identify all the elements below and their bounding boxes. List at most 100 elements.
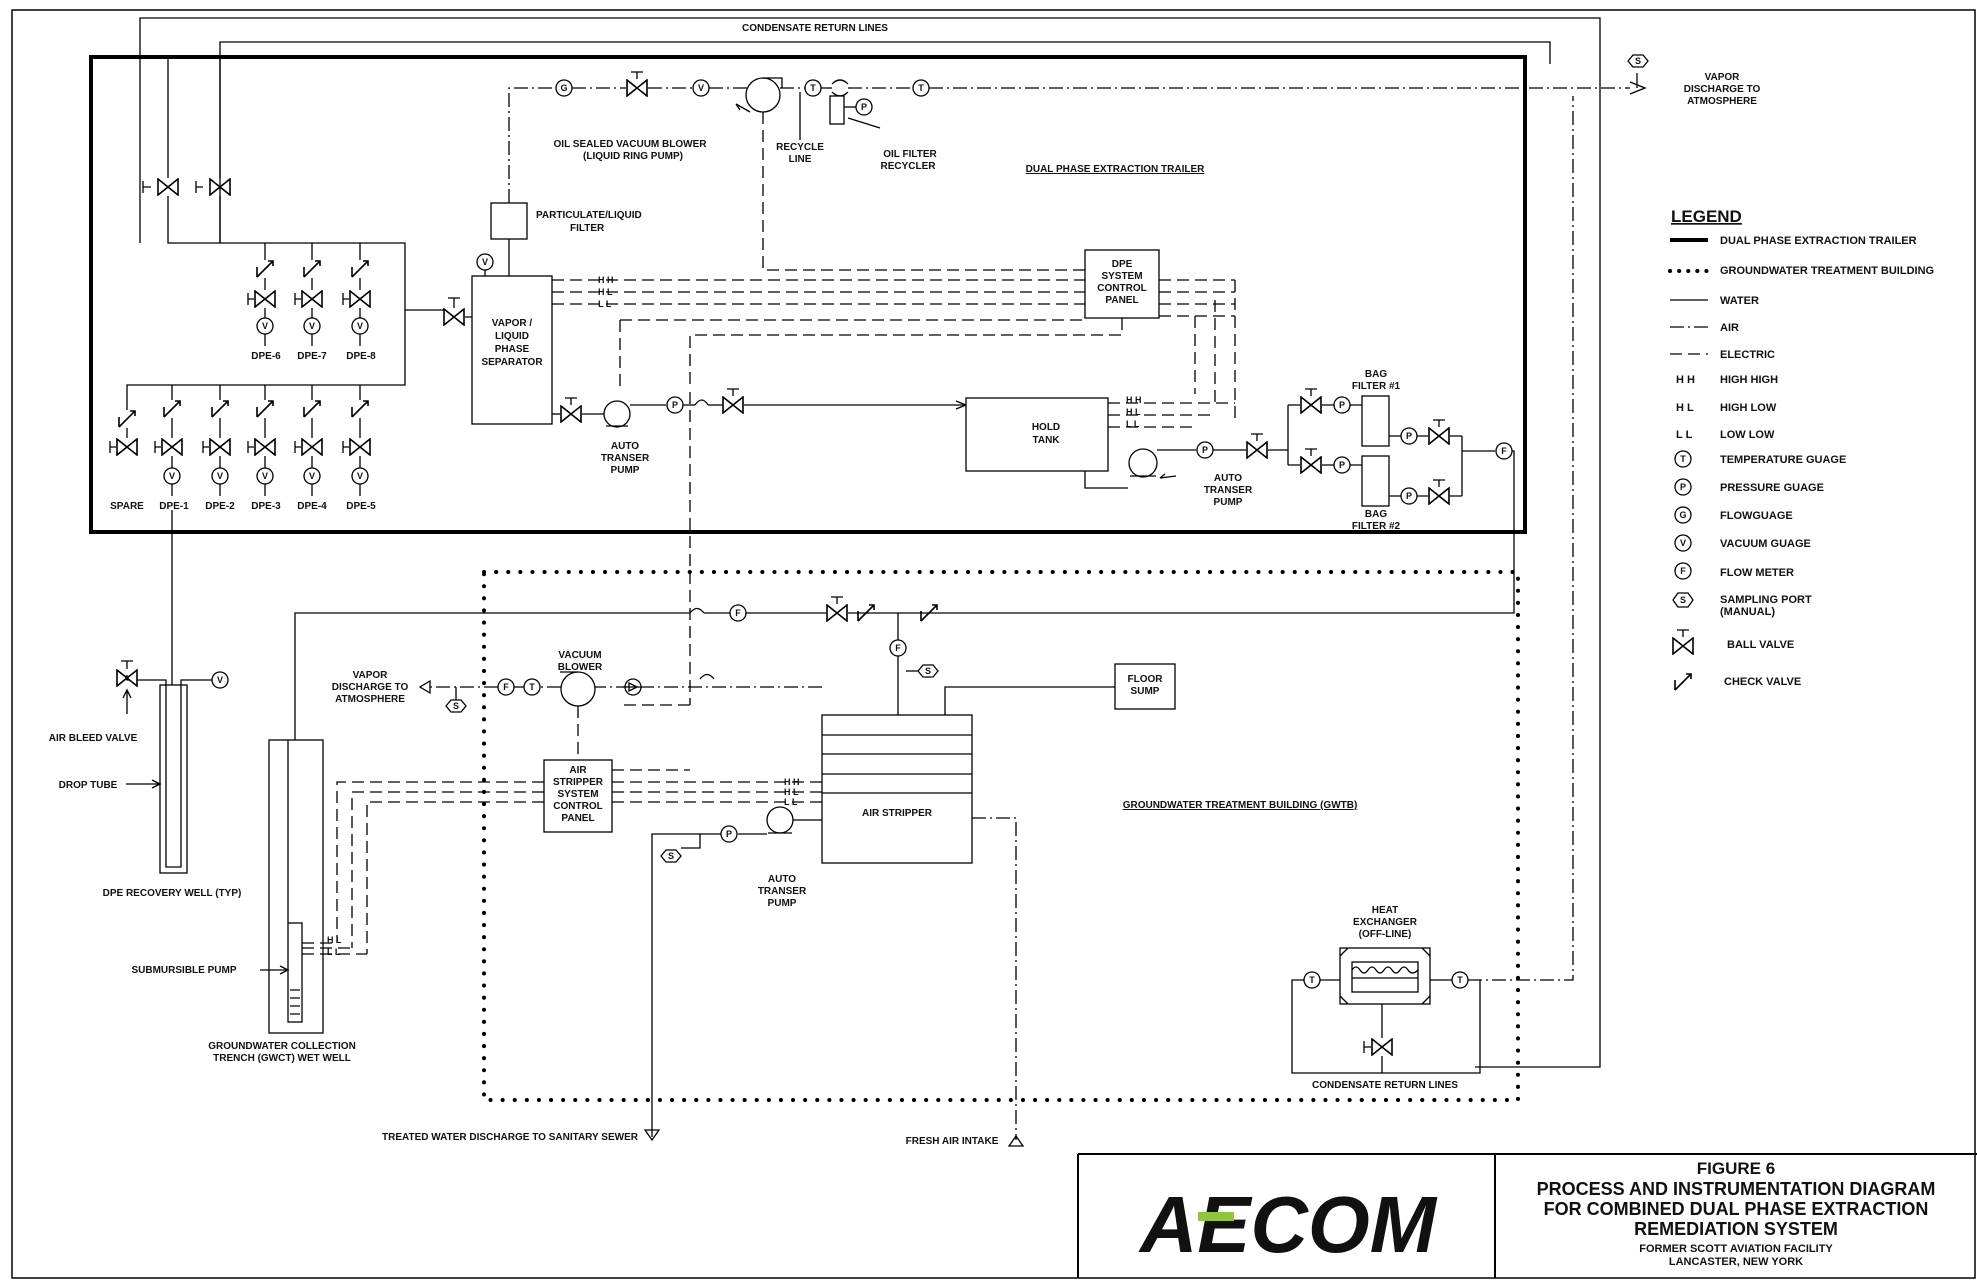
svg-text:L L: L L (784, 797, 798, 807)
svg-text:P: P (1680, 482, 1686, 492)
svg-text:TEMPERATURE GUAGE: TEMPERATURE GUAGE (1720, 454, 1846, 466)
upper-wells: V DPE-6 V DPE-7 V DPE-8 (247, 260, 376, 362)
svg-text:V: V (698, 83, 704, 93)
svg-text:SYSTEM: SYSTEM (1101, 271, 1142, 282)
svg-text:P: P (1406, 431, 1412, 441)
svg-text:SPARE: SPARE (110, 501, 144, 512)
svg-text:FLOOR: FLOOR (1128, 674, 1164, 685)
well-dpe-7: V DPE-7 (294, 260, 327, 362)
dpe-recovery-well: V (116, 510, 229, 874)
svg-text:V: V (482, 257, 488, 267)
svg-text:LINE: LINE (789, 154, 812, 165)
well-dpe-5: V DPE-5 (342, 400, 376, 512)
blower-inlet-valve (626, 79, 648, 97)
svg-text:AUTO: AUTO (768, 874, 796, 885)
svg-text:HEAT: HEAT (1372, 905, 1398, 916)
legend-title: LEGEND (1671, 207, 1742, 226)
auto-transfer-pump-3 (766, 806, 794, 834)
title-line-2: FOR COMBINED DUAL PHASE EXTRACTION (1544, 1199, 1929, 1219)
svg-text:CONTROL: CONTROL (553, 801, 602, 812)
svg-text:BALL VALVE: BALL VALVE (1727, 639, 1794, 651)
svg-text:P: P (1406, 491, 1412, 501)
svg-text:S: S (1635, 56, 1641, 66)
svg-text:AUTO: AUTO (1214, 473, 1242, 484)
heat-exchanger-bypass-valve (1371, 1038, 1393, 1056)
svg-text:F: F (503, 682, 509, 692)
svg-text:DPE-1: DPE-1 (159, 501, 189, 512)
svg-text:DUAL PHASE EXTRACTION TRAILER: DUAL PHASE EXTRACTION TRAILER (1720, 235, 1917, 247)
svg-text:F: F (1680, 566, 1686, 576)
svg-text:(MANUAL): (MANUAL) (1720, 606, 1775, 618)
svg-text:FLOWGUAGE: FLOWGUAGE (1720, 510, 1793, 522)
svg-text:P: P (726, 829, 732, 839)
svg-text:RECYCLER: RECYCLER (880, 161, 936, 172)
svg-text:AIR: AIR (1720, 322, 1739, 334)
svg-text:TREATED WATER DISCHARGE TO SAN: TREATED WATER DISCHARGE TO SANITARY SEWE… (382, 1132, 639, 1143)
svg-text:FILTER #2: FILTER #2 (1352, 521, 1401, 532)
svg-text:AECOM: AECOM (1138, 1180, 1438, 1269)
svg-text:V: V (217, 675, 223, 685)
svg-text:SUMP: SUMP (1131, 686, 1160, 697)
svg-text:SUBMURSIBLE PUMP: SUBMURSIBLE PUMP (131, 965, 236, 976)
svg-text:S: S (453, 701, 459, 711)
svg-text:SYSTEM: SYSTEM (557, 789, 598, 800)
hold-tank-inlet-valve (722, 396, 744, 414)
gwtb-label: GROUNDWATER TREATMENT BUILDING (GWTB) (1123, 800, 1358, 811)
bag-filter-2-outlet-valve (1428, 487, 1450, 505)
svg-text:V: V (357, 471, 363, 481)
svg-text:HIGH HIGH: HIGH HIGH (1720, 374, 1778, 386)
svg-text:V: V (169, 471, 175, 481)
svg-text:TRANSER: TRANSER (758, 886, 807, 897)
svg-text:ATMOSPHERE: ATMOSPHERE (335, 694, 405, 705)
condensate-valve-1 (157, 178, 179, 196)
svg-text:H H: H H (1676, 374, 1695, 386)
svg-text:TRANSER: TRANSER (1204, 485, 1253, 496)
lower-wells: SPARE V DPE-1 V DPE-2 (109, 400, 376, 512)
facility-location: LANCASTER, NEW YORK (1669, 1256, 1803, 1268)
svg-text:PUMP: PUMP (768, 898, 797, 909)
heat-exchanger (1339, 947, 1431, 1005)
well-label: DPE-7 (297, 351, 327, 362)
sheet-frame (11, 9, 1976, 1279)
svg-text:F: F (895, 643, 901, 653)
svg-text:V: V (309, 471, 315, 481)
svg-text:LOW LOW: LOW LOW (1720, 429, 1775, 441)
svg-text:T: T (529, 682, 535, 692)
svg-text:S: S (1680, 595, 1686, 605)
svg-text:PARTICULATE/LIQUID: PARTICULATE/LIQUID (536, 210, 642, 221)
svg-text:DPE: DPE (1112, 259, 1133, 270)
svg-text:P: P (1202, 445, 1208, 455)
svg-text:H L: H L (784, 787, 799, 797)
svg-text:BAG: BAG (1365, 369, 1387, 380)
air-stripper-inlet-valve (826, 604, 848, 622)
well-manifold (126, 196, 445, 410)
svg-text:T: T (1457, 975, 1463, 985)
svg-text:VAPOR: VAPOR (353, 670, 389, 681)
svg-text:TRANSER: TRANSER (601, 453, 650, 464)
svg-text:G: G (560, 83, 567, 93)
svg-text:PUMP: PUMP (611, 465, 640, 476)
vacuum-blower (560, 671, 596, 707)
svg-text:OIL SEALED VACUUM BLOWER: OIL SEALED VACUUM BLOWER (554, 139, 708, 150)
svg-text:P: P (1339, 460, 1345, 470)
pump-1-inlet-valve (560, 405, 582, 423)
svg-text:VACUUM: VACUUM (558, 650, 601, 661)
dpe-system-control-panel (1084, 249, 1160, 319)
svg-text:F: F (735, 608, 741, 618)
trailer-label: DUAL PHASE EXTRACTION TRAILER (1026, 164, 1205, 175)
well-dpe-2: V DPE-2 (202, 400, 235, 512)
svg-text:DPE-4: DPE-4 (297, 501, 327, 512)
svg-text:P: P (672, 400, 678, 410)
svg-text:SAMPLING PORT: SAMPLING PORT (1720, 594, 1812, 606)
svg-text:PUMP: PUMP (1214, 497, 1243, 508)
well-label: DPE-6 (251, 351, 281, 362)
oil-sealed-vacuum-blower: T T (745, 77, 1630, 113)
svg-text:L L: L L (598, 299, 612, 309)
bag-filter-2 (1361, 455, 1390, 507)
figure-number: FIGURE 6 (1697, 1159, 1775, 1178)
svg-text:(LIQUID RING PUMP): (LIQUID RING PUMP) (583, 151, 683, 162)
svg-text:FRESH AIR INTAKE: FRESH AIR INTAKE (906, 1136, 999, 1147)
svg-text:VACUUM GUAGE: VACUUM GUAGE (1720, 538, 1811, 550)
floor-sump (1114, 663, 1176, 710)
svg-text:CONTROL: CONTROL (1097, 283, 1146, 294)
